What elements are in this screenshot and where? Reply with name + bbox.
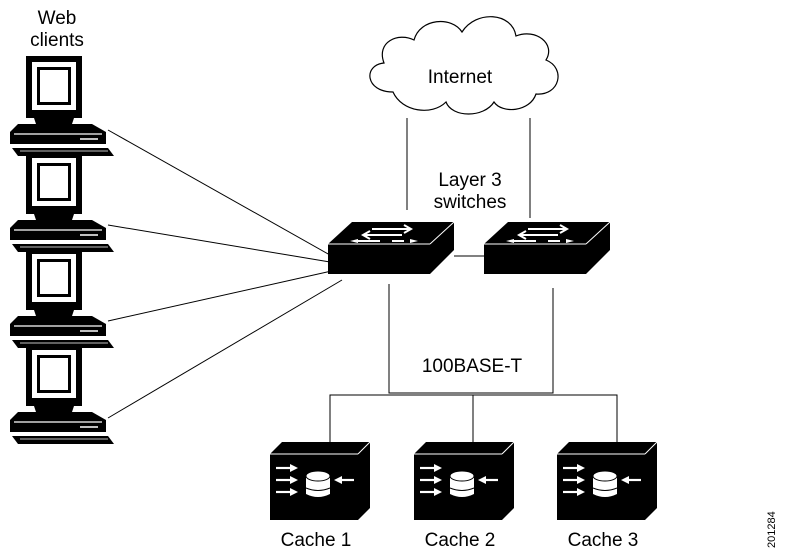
cache-3-label: Cache 3: [567, 530, 639, 551]
layer3-label-line2: switches: [433, 192, 507, 213]
connection-lines: [107, 118, 618, 445]
layer3-switches-label: Layer 3 switches: [420, 170, 520, 214]
internet-label: Internet: [427, 67, 493, 88]
web-clients-label: Web clients: [12, 8, 102, 52]
cache-2-label: Cache 2: [424, 530, 496, 551]
web-client-1: [9, 55, 115, 157]
internet-cloud: [369, 16, 559, 115]
cache-engine-2: [412, 440, 516, 522]
link-switch1-lan: [388, 284, 554, 394]
link-client1-switch: [107, 129, 331, 256]
layer3-switch-1: [327, 221, 455, 275]
layer3-switch-2: [483, 221, 611, 275]
lan-100base-t-label: 100BASE-T: [421, 356, 523, 377]
cache-1-label: Cache 1: [280, 530, 352, 551]
figure-id: 201284: [766, 511, 778, 548]
web-clients-label-line2: clients: [30, 30, 84, 51]
web-client-4: [9, 343, 115, 445]
layer3-label-line1: Layer 3: [438, 170, 502, 191]
link-client2-switch: [107, 224, 331, 263]
web-client-2: [9, 151, 115, 253]
cache-engine-3: [555, 440, 659, 522]
cache-engine-1: [268, 440, 372, 522]
link-client3-switch: [107, 269, 337, 322]
web-clients-label-line1: Web: [37, 8, 77, 29]
web-client-3: [9, 247, 115, 349]
link-client4-switch: [107, 279, 343, 419]
